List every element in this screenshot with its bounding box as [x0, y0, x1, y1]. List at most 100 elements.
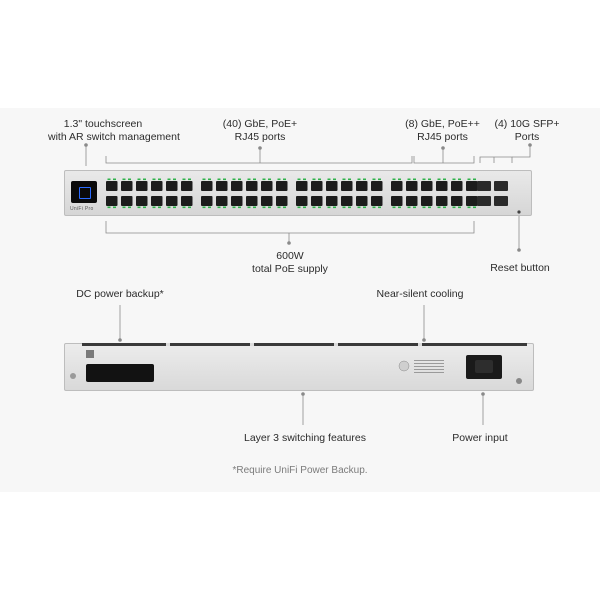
- rj45-port: [246, 196, 258, 206]
- ubiquiti-logo-icon: [398, 360, 410, 372]
- port-led-icon: [253, 178, 256, 181]
- rj45-port: [216, 181, 228, 191]
- sfp-port-array: [477, 181, 521, 214]
- port-led-icon: [158, 206, 161, 209]
- rj45-port: [201, 181, 213, 191]
- port-led-icon: [398, 206, 401, 209]
- port-led-icon: [247, 178, 251, 181]
- port-led-icon: [232, 178, 236, 181]
- reset-button-icon: [517, 210, 521, 214]
- port-led-icon: [107, 178, 111, 181]
- port-led-icon: [283, 178, 286, 181]
- unifi-logo: UniFi Pro: [70, 206, 94, 212]
- port-led-icon: [143, 178, 146, 181]
- rj45-port: [106, 181, 118, 191]
- gbe-poe-plus-bracket: [105, 156, 413, 164]
- rj45-port: [341, 196, 353, 206]
- touchscreen-callout: 1.3" touchscreen with AR switch manageme…: [48, 118, 180, 144]
- callout-line-2: total PoE supply: [252, 263, 328, 275]
- leader-dot-icon: [517, 248, 521, 252]
- port-led-icon: [137, 178, 141, 181]
- port-led-icon: [208, 178, 211, 181]
- port-led-icon: [208, 206, 211, 209]
- rj45-port: [121, 181, 133, 191]
- callout-line-1: (4) 10G SFP+: [494, 118, 560, 130]
- port-led-icon: [467, 178, 471, 181]
- port-led-icon: [113, 206, 116, 209]
- leader-lines: [84, 143, 532, 425]
- leader-dot-icon: [258, 146, 262, 150]
- sfp-port: [494, 181, 508, 191]
- port-led-icon: [268, 178, 271, 181]
- regulatory-text-line: [414, 366, 444, 367]
- rj45-port: [136, 196, 148, 206]
- port-led-icon: [437, 178, 441, 181]
- ground-screw-icon: [516, 378, 522, 384]
- rj45-port: [391, 181, 403, 191]
- rj45-port: [296, 196, 308, 206]
- rj45-port: [406, 181, 418, 191]
- rj45-port: [466, 196, 478, 206]
- port-led-icon: [357, 206, 361, 209]
- callout-line-1: (8) GbE, PoE++: [405, 118, 480, 130]
- port-led-icon: [378, 178, 381, 181]
- port-led-icon: [238, 178, 241, 181]
- regulatory-text-line: [414, 360, 444, 361]
- port-led-icon: [223, 206, 226, 209]
- callout-line-1: 600W: [276, 250, 304, 262]
- port-led-icon: [137, 206, 141, 209]
- leader-dot-icon: [301, 392, 305, 396]
- port-led-icon: [262, 206, 266, 209]
- leader-dot-icon: [287, 241, 291, 245]
- port-led-icon: [238, 206, 241, 209]
- rj45-port: [151, 196, 163, 206]
- rj45-port: [216, 196, 228, 206]
- port-led-icon: [458, 178, 461, 181]
- port-led-icon: [363, 206, 366, 209]
- rj45-port: [201, 196, 213, 206]
- port-led-icon: [407, 206, 411, 209]
- port-led-icon: [398, 178, 401, 181]
- port-led-icon: [217, 206, 221, 209]
- vent-gap: [250, 343, 254, 346]
- sfp-plus-bracket: [479, 156, 513, 163]
- rj45-port: [311, 196, 323, 206]
- rj45-port: [436, 181, 448, 191]
- port-led-icon: [422, 206, 426, 209]
- vent-gap: [334, 343, 338, 346]
- port-led-icon: [202, 206, 206, 209]
- rj45-port: [326, 196, 338, 206]
- port-led-icon: [152, 178, 156, 181]
- port-led-icon: [428, 178, 431, 181]
- port-led-icon: [392, 178, 396, 181]
- reset-callout: Reset button: [490, 262, 550, 274]
- rj45-port: [391, 196, 403, 206]
- port-led-icon: [188, 178, 191, 181]
- port-led-icon: [122, 206, 126, 209]
- rj45-port: [451, 196, 463, 206]
- port-led-icon: [327, 206, 331, 209]
- port-led-icon: [312, 178, 316, 181]
- vent-gap: [166, 343, 170, 346]
- port-led-icon: [167, 206, 171, 209]
- rj45-port: [276, 196, 288, 206]
- callout-line-2: RJ45 ports: [417, 131, 468, 143]
- switch-front-panel: UniFi Pro: [64, 170, 532, 216]
- rj45-port: [276, 181, 288, 191]
- rj45-port: [261, 196, 273, 206]
- port-led-icon: [372, 178, 376, 181]
- port-led-icon: [217, 178, 221, 181]
- port-led-icon: [128, 206, 131, 209]
- rj45-port: [356, 196, 368, 206]
- port-led-icon: [372, 206, 376, 209]
- dc-power-callout: DC power backup*: [76, 288, 164, 300]
- port-led-icon: [253, 206, 256, 209]
- leader-dot-icon: [441, 146, 445, 150]
- rj45-port: [106, 196, 118, 206]
- port-led-icon: [348, 206, 351, 209]
- port-led-icon: [467, 206, 471, 209]
- cooling-callout: Near-silent cooling: [376, 288, 464, 300]
- rj45-port: [311, 181, 323, 191]
- port-led-icon: [342, 178, 346, 181]
